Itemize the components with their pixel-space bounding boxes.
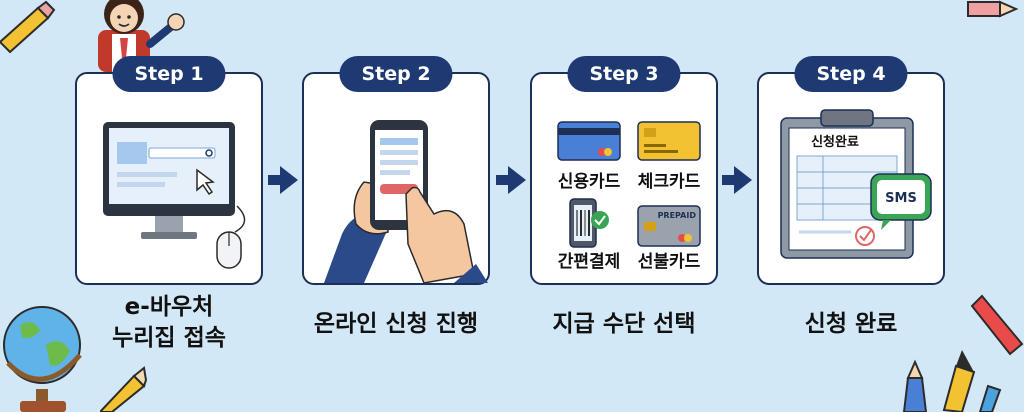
step-4-card: Step 4 신청완료 SMS bbox=[757, 56, 945, 285]
mouse-icon bbox=[216, 205, 246, 269]
credit-card-icon bbox=[557, 121, 621, 161]
step-1-badge: Step 1 bbox=[112, 56, 226, 92]
smartphone-hand-icon bbox=[324, 120, 488, 283]
step-2-caption: 온라인 신청 진행 bbox=[302, 309, 490, 340]
prepaid-label: PREPAID bbox=[658, 211, 697, 220]
pencil-icon bbox=[967, 0, 1019, 18]
student-waving-icon bbox=[98, 0, 185, 72]
option-label: 간편결제 bbox=[558, 252, 621, 272]
step-4-caption-line1: 신청 완료 bbox=[804, 311, 898, 337]
step-2-caption-line1: 온라인 신청 진행 bbox=[313, 311, 479, 337]
prepaid-card-icon: PREPAID bbox=[637, 205, 701, 247]
pencil-icon bbox=[902, 294, 1024, 412]
option-label: 체크카드 bbox=[638, 172, 701, 192]
option-label: 선불카드 bbox=[638, 252, 701, 272]
arrow-right-icon bbox=[496, 166, 526, 194]
step-2-badge: Step 2 bbox=[339, 56, 453, 92]
step-4-badge: Step 4 bbox=[794, 56, 908, 92]
mobile-pay-icon bbox=[569, 198, 609, 248]
document-title: 신청완료 bbox=[811, 134, 859, 150]
step-1-caption-line1: e-바우처 bbox=[124, 294, 214, 320]
option-label: 신용카드 bbox=[558, 172, 621, 192]
step-3-caption-line1: 지급 수단 선택 bbox=[552, 311, 696, 337]
pencil-icon bbox=[0, 0, 56, 54]
step-3-badge: Step 3 bbox=[567, 56, 681, 92]
computer-monitor-icon bbox=[103, 122, 235, 239]
pencil-icon bbox=[100, 366, 148, 412]
step-4-caption: 신청 완료 bbox=[757, 309, 945, 340]
check-card-icon bbox=[637, 121, 701, 161]
sms-bubble-icon: SMS bbox=[870, 173, 932, 230]
globe-icon bbox=[3, 306, 82, 412]
arrow-right-icon bbox=[722, 166, 752, 194]
step-1-card: Step 1 bbox=[75, 56, 263, 285]
step-2-card: Step 2 bbox=[302, 56, 490, 285]
step-3-caption: 지급 수단 선택 bbox=[530, 309, 718, 340]
step-1-caption: e-바우처 누리집 접속 bbox=[75, 292, 263, 354]
step-1-caption-line2: 누리집 접속 bbox=[112, 325, 226, 351]
step-3-card: Step 3 신용카드 체크카드 간편결제 PRE bbox=[530, 56, 718, 285]
arrow-right-icon bbox=[268, 166, 298, 194]
sms-label: SMS bbox=[885, 191, 917, 206]
